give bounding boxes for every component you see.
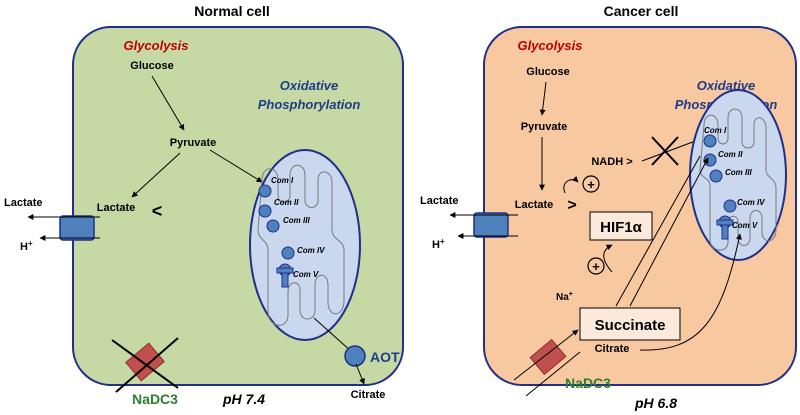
- normal-complex-4-icon: [281, 246, 295, 260]
- cancer-complex-1-label: Com I: [704, 126, 727, 135]
- normal-glucose-to-pyruvate-arrow: [151, 75, 185, 131]
- normal-glycolysis-label: Glycolysis: [123, 38, 188, 53]
- normal-cell-title: Normal cell: [194, 3, 269, 19]
- cancer-complex-5-label: Com V: [732, 221, 758, 230]
- cancer-citrate-import-arrow: [525, 351, 581, 397]
- cancer-complex-2-icon: [703, 153, 717, 167]
- normal-oxphos-label-line2: Phosphorylation: [258, 97, 361, 112]
- succinate-to-hif-path: [615, 155, 701, 307]
- cancer-proton-label: H+: [432, 237, 445, 251]
- cancer-glucose-to-pyruvate-arrow: [539, 81, 547, 116]
- normal-cell-panel: Normal cell Glycolysis Glucose Oxidative…: [4, 3, 404, 407]
- cancer-mito-cristae: [699, 108, 777, 251]
- cancer-complex-3-icon: [709, 169, 723, 183]
- normal-complex-3-label: Com III: [283, 216, 310, 225]
- normal-pyruvate-to-lactate-arrow: [131, 152, 181, 198]
- hif1a-label: HIF1α: [600, 219, 643, 236]
- cancer-lactate-transporter-icon: [473, 212, 509, 238]
- normal-complex-1-icon: [258, 184, 272, 198]
- normal-lactate-inside-label: Lactate: [97, 202, 136, 214]
- cancer-sodium-import-arrow: [513, 329, 579, 381]
- normal-mito-cristae: [257, 164, 345, 326]
- normal-complex-2-label: Com II: [274, 198, 299, 207]
- normal-nadc3-x-cross-icon: [111, 337, 179, 393]
- cancer-nadc3-label: NaDC3: [565, 375, 611, 391]
- cancer-greater-than-sign: >: [567, 197, 576, 214]
- cancer-complex-group: Com I Com II Com III Com IV Com V: [703, 126, 765, 240]
- cancer-ph-label: pH 6.8: [634, 395, 677, 411]
- cancer-pyruvate-label: Pyruvate: [521, 121, 567, 133]
- cancer-plus-circle-icon-2: [587, 257, 605, 275]
- cancer-plus-sign-2: +: [592, 259, 600, 274]
- succinate-box: [579, 307, 681, 341]
- cancer-lactate-inside-label: Lactate: [515, 199, 554, 211]
- normal-complex-5-label: Com V: [293, 270, 319, 279]
- normal-ph-label: pH 7.4: [222, 391, 265, 407]
- sodium-label: Na+: [556, 291, 573, 303]
- succinate-label: Succinate: [595, 317, 666, 334]
- citrate-to-mito-arrow: [639, 233, 742, 351]
- normal-nadc3-transporter-icon: [125, 342, 165, 382]
- cancer-citrate-label: Citrate: [595, 343, 630, 355]
- aot-transporter-icon: [344, 345, 366, 367]
- normal-complex-1-label: Com I: [271, 176, 294, 185]
- normal-complex-3-icon: [266, 219, 280, 233]
- normal-proton-label: H+: [20, 239, 33, 253]
- normal-citrate-export-arrow: [355, 363, 365, 385]
- normal-complex-4-label: Com IV: [297, 246, 325, 255]
- cancer-complex-5-icon: [716, 215, 734, 240]
- normal-glucose-label: Glucose: [130, 60, 173, 72]
- cancer-plus-sign-1: +: [587, 177, 595, 192]
- cancer-plus-circle-icon-1: [582, 175, 600, 193]
- normal-oxphos-label-line1: Oxidative: [280, 78, 339, 93]
- cancer-nadh-label: NADH >: [591, 156, 632, 168]
- cancer-complex-3-label: Com III: [725, 168, 752, 177]
- normal-nadc3-label: NaDC3: [132, 391, 178, 407]
- cancer-glycolysis-label: Glycolysis: [517, 38, 582, 53]
- normal-pyruvate-label: Pyruvate: [170, 137, 216, 149]
- cancer-nadh-feedback-arrow: [563, 176, 579, 194]
- hif-activation-arrow: [603, 244, 613, 273]
- normal-less-than-sign: <: [152, 201, 163, 221]
- succinate-to-mito-arrow: [629, 157, 709, 307]
- normal-complex-group: Com I Com II Com III Com IV Com V: [258, 176, 325, 288]
- cancer-complex-2-label: Com II: [718, 150, 743, 159]
- normal-complex-2-icon: [258, 204, 272, 218]
- normal-lactate-transporter-icon: [59, 215, 95, 241]
- cancer-complex-4-label: Com IV: [737, 198, 765, 207]
- cancer-complex-1-icon: [703, 134, 717, 148]
- hif1a-box: [589, 211, 653, 241]
- cancer-glucose-label: Glucose: [526, 66, 569, 78]
- normal-citrate-path-line: [313, 317, 353, 353]
- aot-label: AOT: [370, 349, 400, 365]
- cancer-cell-panel: Cancer cell Glycolysis Glucose Oxidative…: [420, 3, 797, 411]
- normal-lactate-out-label: Lactate: [4, 197, 43, 209]
- cancer-nadc3-transporter-icon: [529, 338, 567, 376]
- cancer-cell-title: Cancer cell: [604, 3, 679, 19]
- cancer-x-cross-icon: [651, 136, 679, 166]
- cancer-complex-4-icon: [723, 199, 737, 213]
- cancer-lactate-out-label: Lactate: [420, 195, 459, 207]
- normal-complex-5-icon: [276, 263, 294, 288]
- normal-pyruvate-to-mito-arrow: [209, 149, 263, 183]
- normal-citrate-label: Citrate: [351, 389, 386, 401]
